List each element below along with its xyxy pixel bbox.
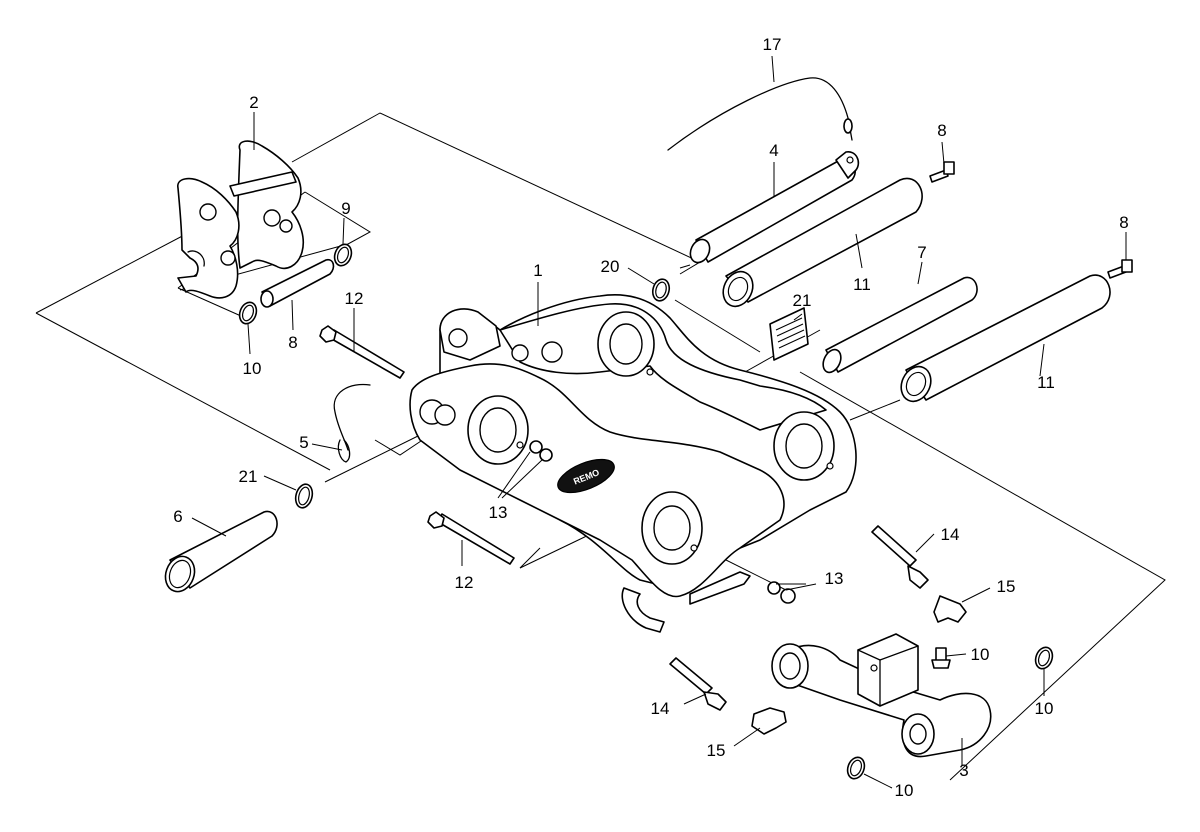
part-17-wire	[667, 77, 853, 151]
callout-5: 5	[299, 433, 308, 452]
part-9-pin	[260, 258, 335, 308]
callout-13-lower: 13	[825, 569, 844, 588]
callout-14-upper: 14	[941, 525, 960, 544]
part-4-pin	[689, 151, 860, 264]
brand-badge	[557, 458, 615, 494]
callout-11-lower: 11	[1037, 373, 1055, 392]
callout-13-upper: 13	[489, 503, 508, 522]
part-10-ring-upper	[333, 243, 353, 267]
callout-8-cylinder: 10	[971, 645, 990, 664]
part-6-bushing	[164, 510, 278, 593]
part-13-nuts-upper	[529, 440, 553, 462]
part-20-label-plate	[769, 307, 809, 361]
callout-10-upper: 9	[341, 199, 350, 218]
callout-2: 2	[249, 93, 258, 112]
callout-21-left: 21	[239, 467, 258, 486]
callout-labels: 17 2 8 4 9 8 7 1 20 11 12 21 8 10 11 5 2…	[173, 35, 1128, 800]
part-7-pin	[822, 276, 978, 374]
part-21-ring-left	[294, 483, 314, 509]
part-3-cylinder	[771, 633, 992, 758]
callout-3: 3	[959, 761, 968, 780]
part-1-main-frame: REMO	[409, 294, 857, 633]
part-21-ring-right	[651, 278, 671, 302]
part-5-clip	[333, 383, 371, 463]
part-14-fitting-lower	[669, 657, 727, 711]
callout-12-upper: 12	[345, 289, 364, 308]
callout-10-cylinder-bottom: 10	[895, 781, 914, 800]
callout-14-lower: 14	[651, 699, 670, 718]
part-15-elbow-lower	[751, 707, 787, 735]
callout-7: 7	[917, 243, 926, 262]
part-10-ring-lower	[238, 301, 258, 325]
part-2-bracket	[177, 140, 305, 299]
leader-lines	[191, 55, 1127, 789]
part-11-sleeve-upper	[722, 177, 923, 308]
callout-15-upper: 15	[997, 577, 1016, 596]
part-12-bolt-upper	[319, 325, 405, 379]
callout-8-mid: 8	[1119, 213, 1128, 232]
part-12-bolt-lower	[427, 511, 515, 565]
part-14-fitting-upper	[871, 525, 929, 589]
part-10-ring-cylinder-right	[1034, 646, 1054, 670]
callout-21-right: 20	[601, 257, 620, 276]
part-8-nipple-cylinder	[931, 647, 951, 669]
part-15-elbow-upper	[933, 595, 967, 623]
part-10-ring-cylinder-bottom	[846, 756, 866, 780]
part-11-sleeve-lower	[900, 274, 1111, 403]
callout-17: 17	[763, 35, 782, 54]
callout-20: 21	[793, 291, 812, 310]
callout-15-lower: 15	[707, 741, 726, 760]
callout-1: 1	[533, 261, 542, 280]
callout-4: 4	[769, 141, 778, 160]
callout-10-cylinder-right: 10	[1035, 699, 1054, 718]
callout-11-upper: 11	[853, 275, 871, 294]
callout-8-top: 8	[937, 121, 946, 140]
part-13-nuts-lower	[767, 581, 796, 604]
callout-9: 8	[288, 333, 297, 352]
callout-10-lower: 10	[243, 359, 262, 378]
callout-12-lower: 12	[455, 573, 474, 592]
part-8-nipple-top	[929, 161, 955, 183]
callout-6: 6	[173, 507, 182, 526]
part-8-nipple-mid	[1107, 259, 1133, 279]
